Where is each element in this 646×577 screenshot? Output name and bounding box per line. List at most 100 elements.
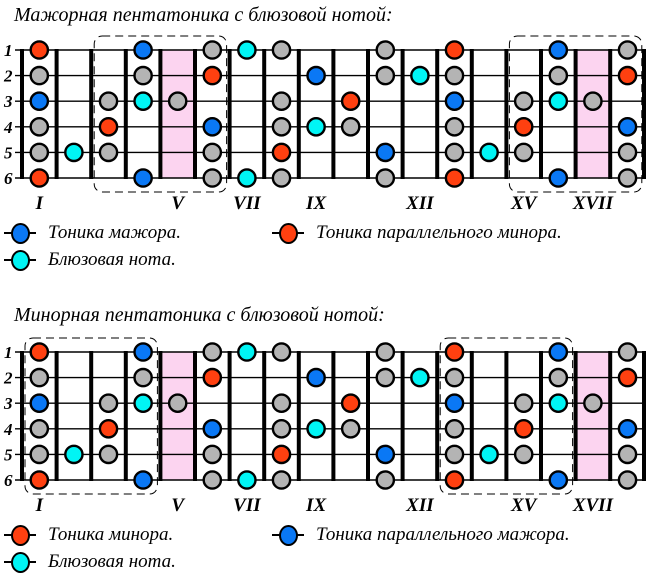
red-dot-icon (272, 223, 304, 244)
note-dot (29, 393, 50, 413)
major-diagram-title: Мажорная пентатоника с блюзовой нотой: (14, 4, 393, 26)
note-dot (29, 117, 50, 137)
note-dot (202, 40, 223, 60)
fret-number-label: IX (305, 193, 327, 214)
note-dot (513, 117, 534, 137)
note-dot (617, 168, 638, 188)
note-dot (375, 367, 396, 388)
fret-number-label: I (35, 193, 44, 214)
legend-item-blue-note: Блюзовая нота. (4, 551, 176, 573)
note-dot (444, 470, 465, 490)
note-dot (513, 444, 534, 465)
position-box (24, 337, 158, 495)
note-dot (29, 342, 50, 362)
note-dot (548, 367, 569, 388)
note-dot (202, 470, 223, 490)
fret-number-label: I (35, 495, 44, 516)
note-dot (29, 142, 50, 163)
note-dot (444, 342, 465, 362)
fret-number-label: XV (510, 193, 538, 214)
note-dot (271, 168, 292, 188)
note-dot (444, 444, 465, 465)
note-dot (202, 142, 223, 163)
string-number-label: 4 (3, 420, 13, 439)
legend-item-blue-note: Блюзовая нота. (4, 249, 176, 271)
string-number-label: 5 (4, 143, 13, 162)
legend-label: Тоника минора. (48, 524, 174, 545)
highlighted-fret (160, 50, 195, 178)
note-dot (98, 444, 119, 465)
legend-item-major-tonic: Тоника мажора. (4, 222, 181, 244)
note-dot (617, 40, 638, 60)
note-dot (617, 367, 638, 388)
red-dot-icon (4, 525, 36, 546)
fret-number-label: XII (405, 193, 434, 214)
note-dot (202, 367, 223, 388)
fret-number-label: XII (405, 495, 434, 516)
note-dot (444, 367, 465, 388)
note-dot (548, 91, 569, 111)
note-dot (202, 117, 223, 137)
note-dot (237, 470, 257, 490)
note-dot (513, 393, 534, 413)
note-dot (306, 419, 326, 439)
note-dot (479, 142, 499, 163)
legend-label: Блюзовая нота. (48, 249, 176, 270)
note-dot (29, 444, 50, 465)
note-dot (133, 367, 153, 388)
note-dot (133, 168, 153, 188)
legend-item-relative-major-tonic: Тоника параллельного мажора. (272, 524, 570, 546)
note-dot (202, 419, 223, 439)
note-dot (375, 444, 396, 465)
note-dot (133, 470, 153, 490)
note-dot (375, 342, 396, 362)
string-number-label: 1 (4, 41, 13, 60)
note-dot (271, 117, 292, 137)
note-dot (98, 142, 119, 163)
fret-number-label: VII (233, 193, 261, 214)
note-dot (98, 117, 119, 137)
note-dot (29, 367, 50, 388)
legend-label: Блюзовая нота. (48, 551, 176, 572)
note-dot (617, 470, 638, 490)
note-dot (237, 40, 257, 60)
note-dot (548, 342, 569, 362)
fret-number-label: VII (233, 495, 261, 516)
string-number-label: 1 (4, 343, 13, 362)
string-number-label: 6 (4, 169, 13, 188)
note-dot (29, 40, 50, 60)
note-dot (444, 40, 465, 60)
note-dot (513, 142, 534, 163)
note-dot (340, 117, 361, 137)
note-dot (29, 419, 50, 439)
note-dot (133, 342, 153, 362)
string-number-label: 4 (3, 118, 13, 137)
note-dot (617, 65, 638, 86)
note-dot (133, 393, 153, 413)
note-dot (167, 91, 188, 111)
note-dot (444, 117, 465, 137)
note-dot (444, 91, 465, 111)
note-dot (617, 419, 638, 439)
note-dot (271, 142, 292, 163)
note-dot (583, 91, 603, 111)
legend-label: Тоника параллельного мажора. (316, 524, 570, 545)
note-dot (202, 65, 223, 86)
note-dot (617, 342, 638, 362)
note-dot (98, 91, 119, 111)
note-dot (29, 470, 50, 490)
note-dot (444, 393, 465, 413)
fret-number-label: XVII (572, 193, 614, 214)
note-dot (548, 40, 569, 60)
note-dot (133, 91, 153, 111)
note-dot (271, 91, 292, 111)
highlighted-fret (575, 50, 611, 178)
note-dot (410, 65, 430, 86)
note-dot (340, 393, 361, 413)
note-dot (306, 65, 326, 86)
note-dot (617, 142, 638, 163)
fret-number-label: V (171, 193, 185, 214)
string-number-label: 6 (4, 471, 13, 490)
string-number-label: 3 (3, 394, 13, 413)
